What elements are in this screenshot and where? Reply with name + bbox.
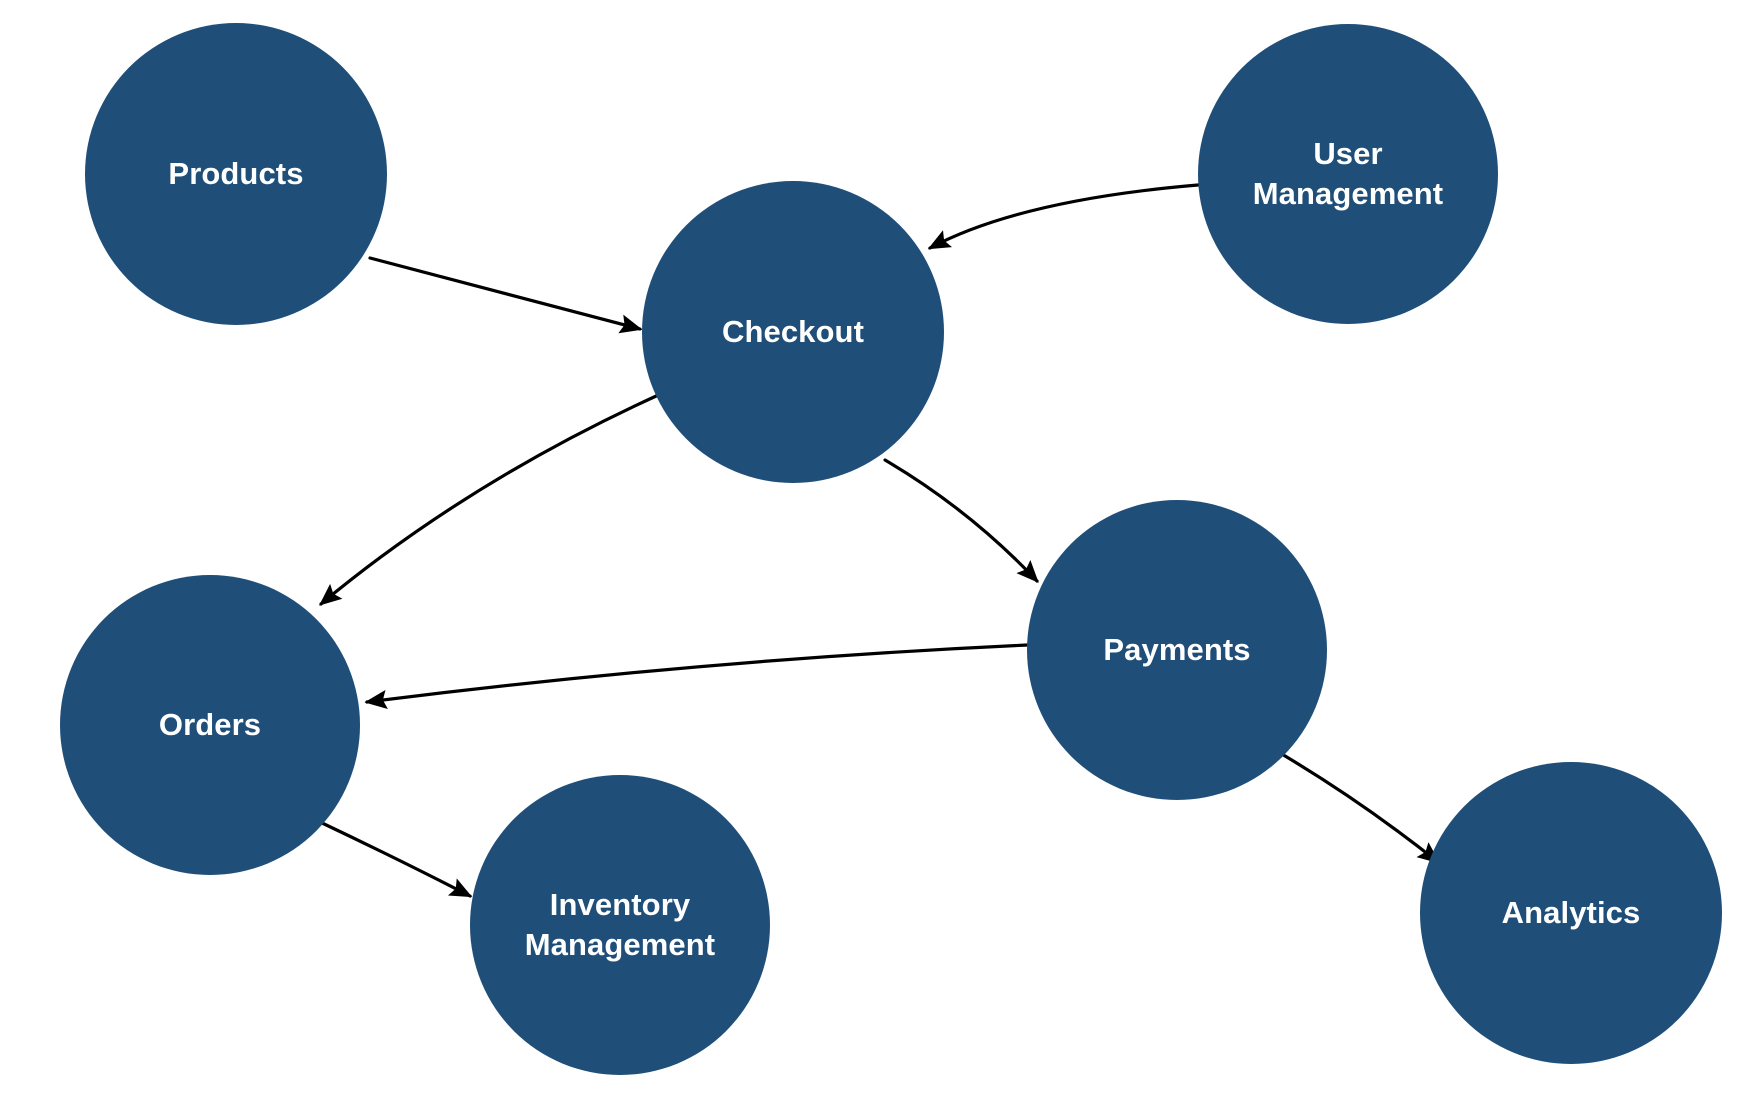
node-inventory[interactable]: Inventory Management [470,775,770,1075]
node-products[interactable]: Products [85,23,387,325]
node-usermgmt[interactable]: User Management [1198,24,1498,324]
node-label-analytics: Analytics [1501,894,1641,930]
edge-payments-to-analytics [1273,748,1441,864]
node-checkout[interactable]: Checkout [642,181,944,483]
edge-orders-to-inventory [318,820,473,898]
node-label-payments: Payments [1103,631,1251,667]
node-label-inventory: Inventory Management [524,886,716,962]
edge-usermgmt-to-checkout [927,183,1200,250]
node-label-checkout: Checkout [721,313,865,349]
edge-payments-to-orders [364,643,1030,710]
edge-checkout-to-payments [883,458,1039,583]
node-label-products: Products [168,155,304,191]
node-label-orders: Orders [158,706,262,742]
node-analytics[interactable]: Analytics [1420,762,1722,1064]
node-payments[interactable]: Payments [1027,500,1327,800]
node-orders[interactable]: Orders [60,575,360,875]
edge-checkout-to-orders [319,390,667,606]
node-label-usermgmt: User Management [1252,135,1444,211]
edge-products-to-checkout [368,256,643,334]
